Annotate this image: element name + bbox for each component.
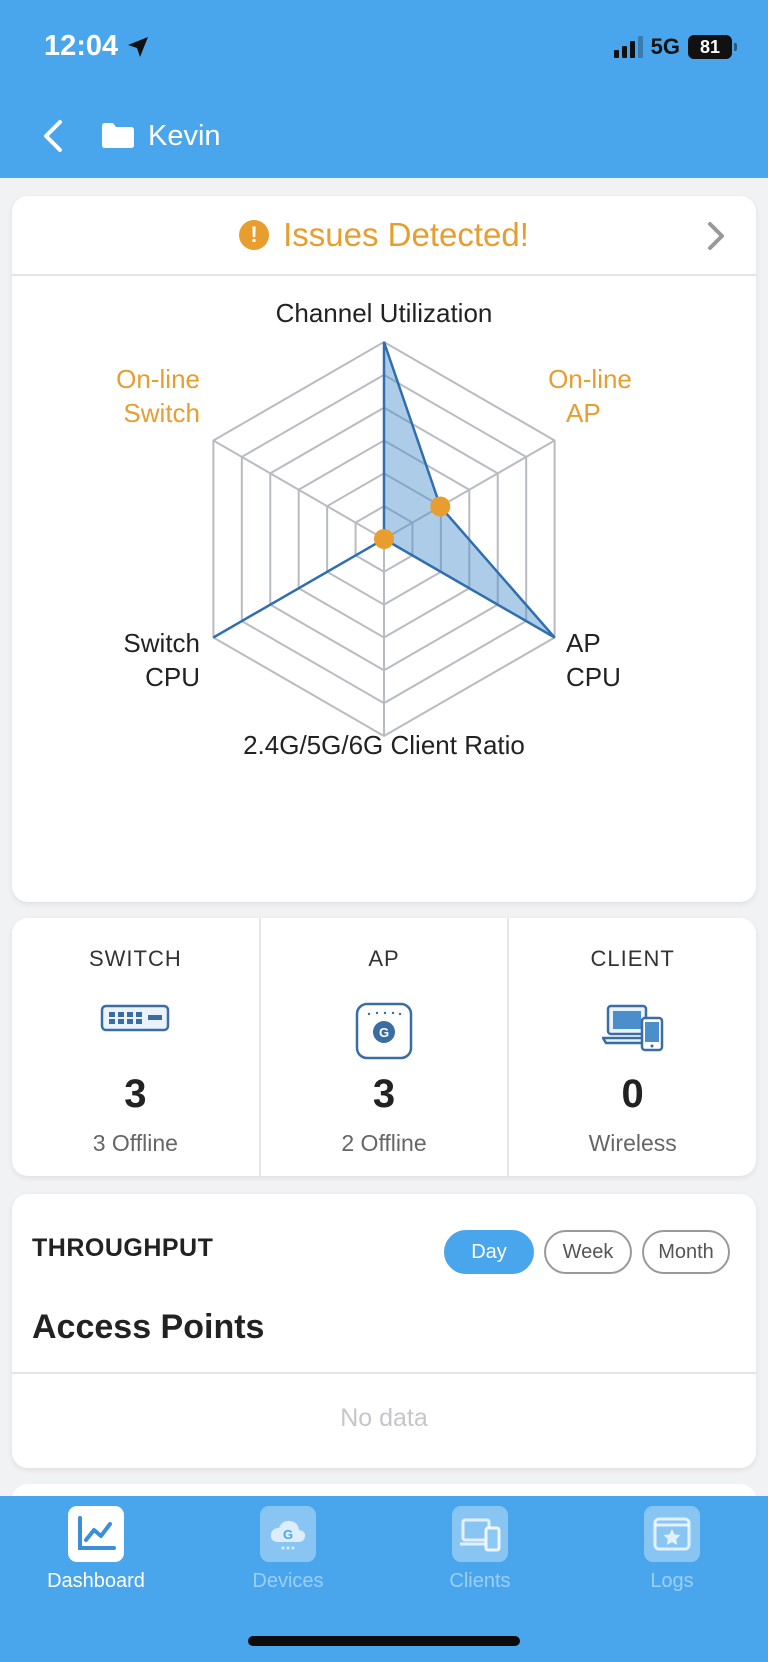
radar-spoke — [383, 439, 556, 540]
radar-label-switch-cpu-line2: CPU — [145, 662, 200, 692]
stat-client[interactable]: CLIENT 0 Wireless — [509, 918, 756, 1176]
health-radar-card: ! Issues Detected! Channel Utilization O… — [12, 196, 756, 1054]
page-title: Kevin — [148, 120, 221, 152]
status-indicators: 5G 81 — [613, 34, 737, 60]
health-radar-chart: Channel Utilization On-line AP AP CPU 2.… — [116, 298, 632, 760]
svg-text:G: G — [283, 1527, 293, 1542]
stat-subtext: 2 Offline — [341, 1130, 427, 1156]
status-time-text: 12:04 — [44, 30, 119, 62]
throughput-title: THROUGHPUT — [32, 1234, 214, 1262]
tab-label: Devices — [252, 1570, 324, 1592]
radar-label-channel-utilization: Channel Utilization — [276, 298, 493, 328]
range-day-button[interactable]: Day — [444, 1230, 534, 1274]
battery-level: 81 — [699, 36, 721, 57]
svg-text:G: G — [379, 1025, 389, 1040]
radar-label-client-ratio: 2.4G/5G/6G Client Ratio — [243, 730, 525, 760]
range-month-button[interactable]: Month — [642, 1230, 730, 1274]
home-indicator — [248, 1636, 520, 1646]
battery-icon: 81 — [688, 35, 737, 59]
stat-subtext: 3 Offline — [92, 1130, 178, 1156]
radar-label-online-ap-line2: AP — [566, 398, 601, 428]
radar-point-online-ap — [430, 496, 451, 517]
dashboard-chart-icon — [68, 1506, 124, 1562]
nav-bar: Kevin — [0, 108, 768, 164]
throughput-card: THROUGHPUT Day Week Month Access Points … — [12, 1194, 756, 1468]
stat-label: AP — [368, 946, 400, 971]
empty-state: No data — [340, 1404, 428, 1432]
stat-subtext: Wireless — [588, 1130, 677, 1156]
radar-label-online-switch-line2: Switch — [123, 398, 200, 428]
tab-devices[interactable]: G Devices — [198, 1506, 378, 1593]
chevron-right-icon[interactable] — [704, 220, 728, 252]
radar-spoke — [212, 439, 385, 540]
radar-point-online-switch — [374, 529, 394, 549]
tab-label: Clients — [449, 1570, 511, 1592]
stat-label: SWITCH — [88, 946, 182, 971]
range-week-button[interactable]: Week — [544, 1230, 632, 1274]
bottom-tab-bar: Dashboard G Devices Clients Logs — [0, 1496, 768, 1662]
stat-count: 3 — [372, 1072, 396, 1116]
switch-icon — [101, 1004, 170, 1032]
app-header: 12:04 5G 81 Kevin — [0, 0, 768, 178]
access-points-heading: Access Points — [32, 1308, 265, 1346]
radar-label-ap-cpu-line2: CPU — [566, 662, 621, 692]
access-point-icon: G — [355, 1002, 413, 1060]
devices-icon — [452, 1506, 508, 1562]
stat-switch[interactable]: SWITCH 3 3 Offline — [12, 918, 261, 1176]
radar-label-online-switch-line1: On-line — [116, 364, 200, 394]
cloud-g-icon: G — [260, 1506, 316, 1562]
radar-label-online-ap-line1: On-line — [548, 364, 632, 394]
device-stats-card: SWITCH 3 3 Offline AP G 3 2 Offline CLIE… — [12, 918, 756, 1176]
issues-banner[interactable]: ! Issues Detected! — [12, 196, 756, 276]
location-arrow-icon — [128, 36, 149, 57]
tab-label: Dashboard — [47, 1570, 145, 1592]
folder-icon — [102, 123, 134, 148]
tab-clients[interactable]: Clients — [390, 1506, 570, 1593]
tab-label: Logs — [650, 1570, 694, 1592]
cellular-signal-icon — [613, 36, 643, 58]
client-devices-icon — [601, 1004, 663, 1052]
tab-dashboard[interactable]: Dashboard — [6, 1506, 186, 1593]
stat-count: 0 — [621, 1072, 644, 1116]
divider — [12, 1372, 756, 1374]
radar-label-ap-cpu-line1: AP — [566, 628, 601, 658]
radar-alert-points — [374, 496, 451, 549]
back-chevron-icon[interactable] — [34, 116, 74, 156]
stat-label: CLIENT — [590, 946, 675, 971]
warning-icon: ! — [239, 220, 270, 250]
stat-ap[interactable]: AP G 3 2 Offline — [261, 918, 510, 1176]
tab-logs[interactable]: Logs — [582, 1506, 762, 1593]
status-time: 12:04 — [44, 30, 150, 63]
network-type: 5G — [650, 34, 680, 59]
issues-title: Issues Detected! — [283, 216, 529, 253]
star-log-icon — [644, 1506, 700, 1562]
stat-count: 3 — [124, 1072, 147, 1116]
radar-label-switch-cpu-line1: Switch — [123, 628, 200, 658]
